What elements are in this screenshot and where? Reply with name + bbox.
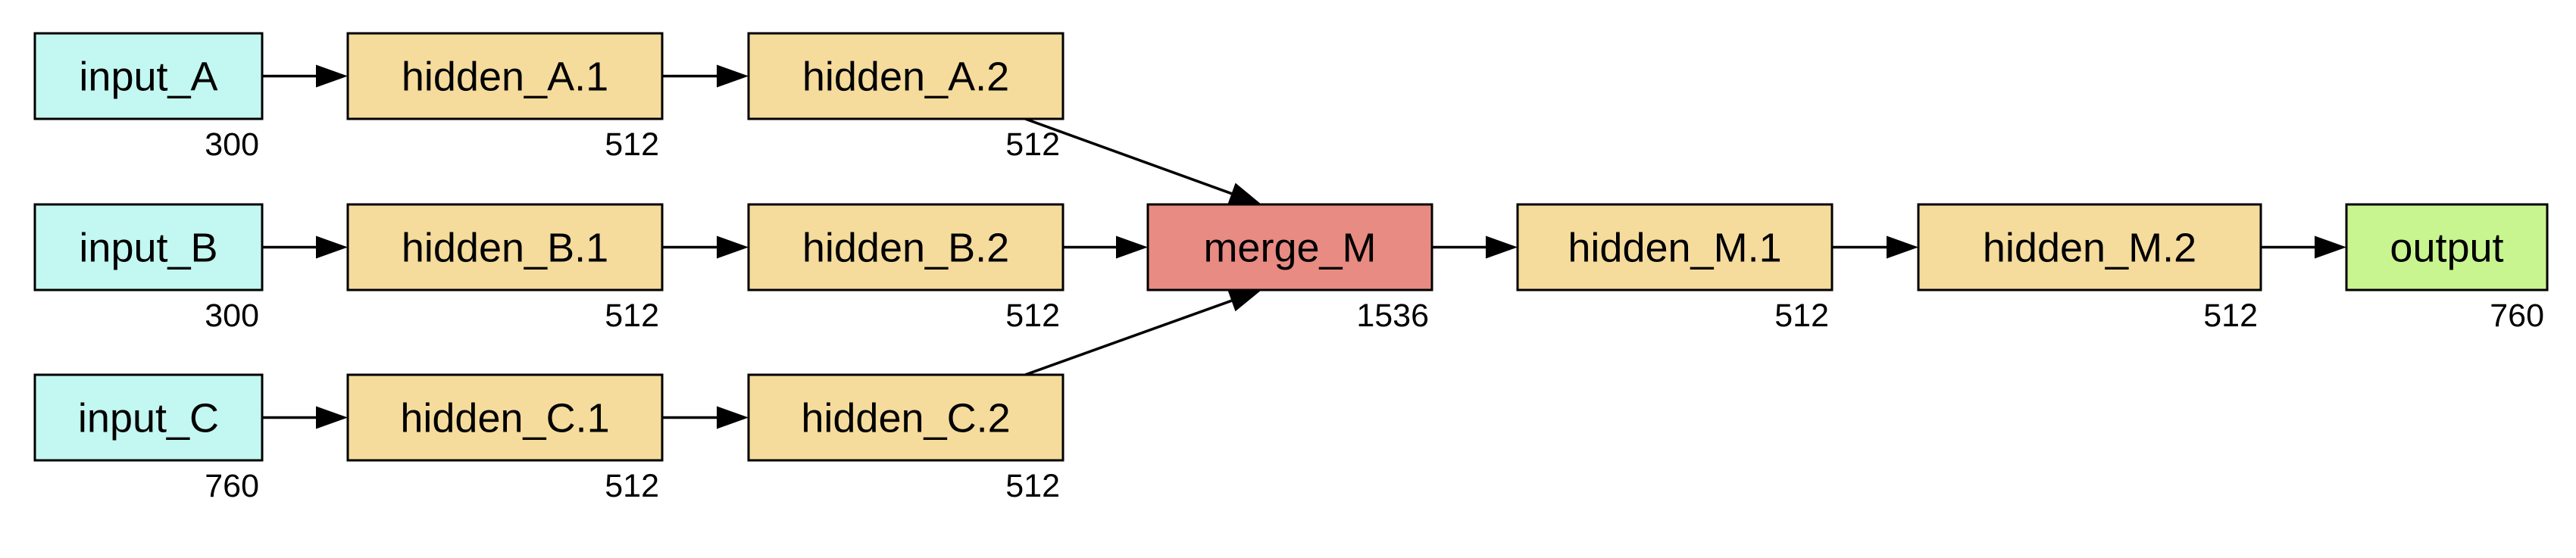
arrowhead-icon xyxy=(1227,182,1261,204)
arrowhead-icon xyxy=(1486,235,1518,259)
node-box xyxy=(1917,203,2262,291)
node-box xyxy=(747,373,1064,462)
node-size-label: 512 xyxy=(1005,126,1060,163)
node-size-label: 512 xyxy=(605,126,659,163)
nodes-layer: input_A 300 hidden_A.1 512 hidden_A.2 512 inpu… xyxy=(33,32,2549,504)
edge-hidden_M2-to-output xyxy=(2261,235,2346,259)
arrowhead-icon xyxy=(1116,235,1148,259)
node-label: hidden_A.2 xyxy=(802,55,1009,100)
node-box xyxy=(33,32,264,120)
node-label: hidden_B.1 xyxy=(402,226,608,271)
node-box xyxy=(1516,203,1834,291)
node-size-label: 512 xyxy=(2203,298,2258,334)
arrowhead-icon xyxy=(1887,235,1918,259)
node-box xyxy=(346,203,664,291)
node-box xyxy=(33,373,264,462)
edge-hidden_C2-to-merge_M xyxy=(1024,290,1261,376)
node-label: hidden_C.1 xyxy=(400,396,609,441)
node-label: hidden_B.2 xyxy=(802,226,1009,271)
node-label: output xyxy=(2390,226,2503,271)
node-merge_M: merge_M 1536 xyxy=(1146,203,1433,334)
node-input_A: input_A 300 xyxy=(33,32,264,163)
node-hidden_M1: hidden_M.1 512 xyxy=(1516,203,1834,334)
node-hidden_B1: hidden_B.1 512 xyxy=(346,203,664,334)
node-hidden_A2: hidden_A.2 512 xyxy=(747,32,1064,163)
node-size-label: 512 xyxy=(605,468,659,504)
node-label: input_C xyxy=(78,396,219,441)
arrowhead-icon xyxy=(717,235,749,259)
arrowhead-icon xyxy=(316,406,348,429)
node-box xyxy=(1146,203,1433,291)
node-box xyxy=(2345,203,2549,291)
node-size-label: 512 xyxy=(1005,298,1060,334)
arrowhead-icon xyxy=(717,406,749,429)
edge-hidden_C1-to-hidden_C2 xyxy=(662,406,749,429)
edge-input_B-to-hidden_B1 xyxy=(262,235,348,259)
node-size-label: 300 xyxy=(205,298,259,334)
edge-line xyxy=(1024,117,1233,195)
node-box xyxy=(747,32,1064,120)
node-label: hidden_M.2 xyxy=(1983,226,2196,271)
node-hidden_C2: hidden_C.2 512 xyxy=(747,373,1064,504)
edge-hidden_M1-to-hidden_M2 xyxy=(1832,235,1918,259)
edge-input_A-to-hidden_A1 xyxy=(262,64,348,88)
node-size-label: 512 xyxy=(1005,468,1060,504)
node-input_C: input_C 760 xyxy=(33,373,264,504)
node-input_B: input_B 300 xyxy=(33,203,264,334)
node-hidden_B2: hidden_B.2 512 xyxy=(747,203,1064,334)
node-label: hidden_M.1 xyxy=(1568,226,1781,271)
node-hidden_C1: hidden_C.1 512 xyxy=(346,373,664,504)
node-size-label: 760 xyxy=(2490,298,2544,334)
node-label: hidden_C.2 xyxy=(801,396,1010,441)
edge-hidden_A2-to-merge_M xyxy=(1024,117,1261,204)
edge-hidden_B1-to-hidden_B2 xyxy=(662,235,749,259)
node-box xyxy=(33,203,264,291)
arrowhead-icon xyxy=(316,64,348,88)
node-label: input_B xyxy=(79,226,217,271)
edge-hidden_B2-to-merge_M xyxy=(1063,235,1148,259)
edge-input_C-to-hidden_C1 xyxy=(262,406,348,429)
node-size-label: 512 xyxy=(1774,298,1829,334)
node-box xyxy=(346,32,664,120)
arrowhead-icon xyxy=(2315,235,2346,259)
node-label: input_A xyxy=(79,55,217,100)
node-box xyxy=(346,373,664,462)
arrowhead-icon xyxy=(717,64,749,88)
arrowhead-icon xyxy=(1227,290,1261,312)
edge-line xyxy=(1024,299,1233,376)
node-size-label: 300 xyxy=(205,126,259,163)
node-size-label: 512 xyxy=(605,298,659,334)
arrowhead-icon xyxy=(316,235,348,259)
node-box xyxy=(747,203,1064,291)
node-label: merge_M xyxy=(1203,226,1376,271)
edge-merge_M-to-hidden_M1 xyxy=(1432,235,1518,259)
edge-hidden_A1-to-hidden_A2 xyxy=(662,64,749,88)
edges-layer xyxy=(262,64,2346,429)
node-hidden_A1: hidden_A.1 512 xyxy=(346,32,664,163)
node-size-label: 1536 xyxy=(1356,298,1429,334)
node-output: output 760 xyxy=(2345,203,2549,334)
node-size-label: 760 xyxy=(205,468,259,504)
node-label: hidden_A.1 xyxy=(402,55,608,100)
